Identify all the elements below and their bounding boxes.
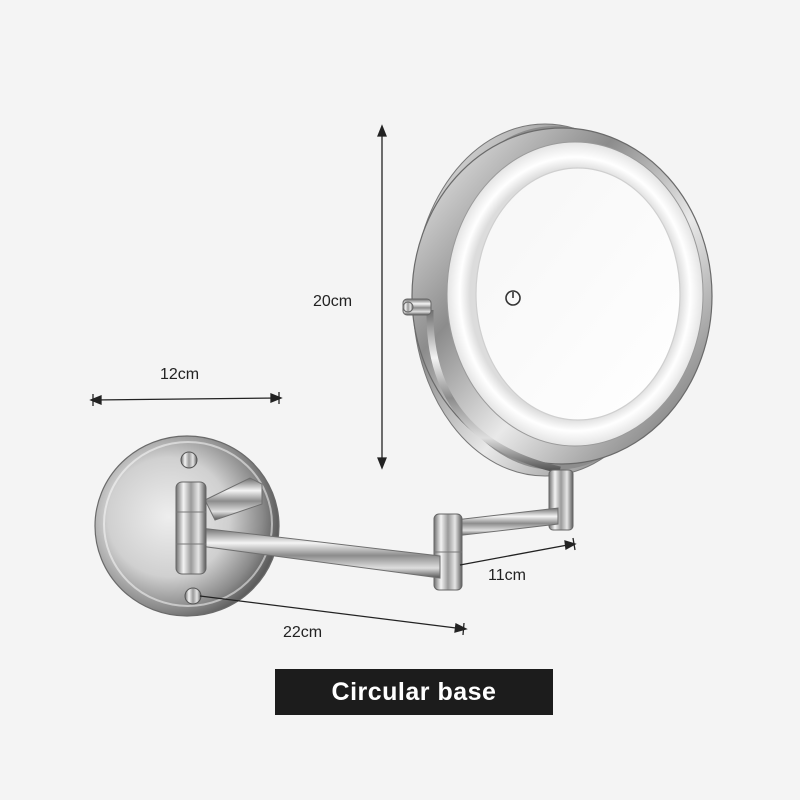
height-dimension-label: 20cm (313, 293, 353, 310)
caption-text: Circular base (331, 677, 497, 706)
long-arm-dimension-label: 22cm (283, 624, 323, 641)
mirror-head (411, 123, 713, 477)
dimension-lines (89, 124, 577, 636)
power-icon[interactable] (505, 290, 521, 306)
base-hinge (175, 481, 207, 575)
pivot-knob (402, 298, 432, 316)
base-width-dimension-label: 12cm (160, 366, 200, 383)
caption-banner: Circular base (275, 669, 553, 715)
short-arm (454, 507, 559, 537)
elbow-joint (433, 513, 463, 591)
swivel-yoke (426, 309, 561, 474)
short-arm-dimension-label: 11cm (488, 567, 526, 584)
bottom-screw (184, 587, 202, 605)
top-screw (180, 451, 198, 469)
